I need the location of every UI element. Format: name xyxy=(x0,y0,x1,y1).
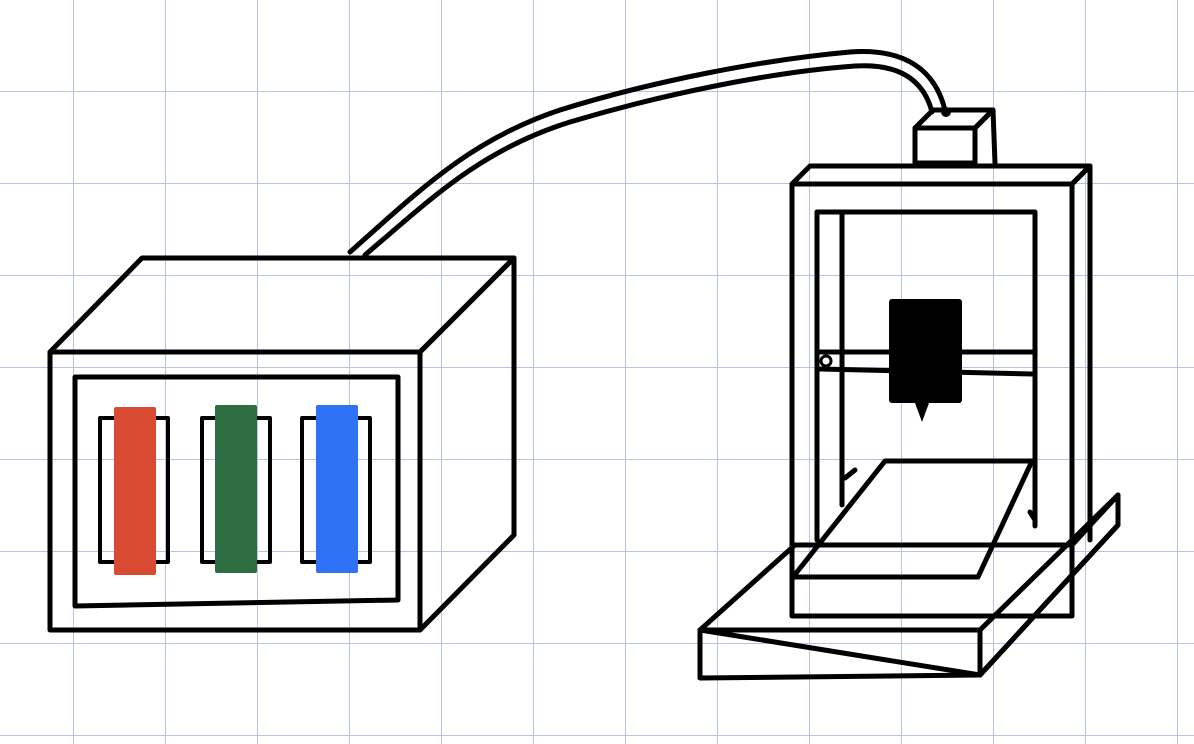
box-top-face xyxy=(47,255,517,355)
build-plate-corner-right xyxy=(1027,509,1038,523)
base-edge xyxy=(977,492,1121,633)
nozzle xyxy=(915,403,929,422)
box-window xyxy=(72,374,401,609)
box-side-face xyxy=(417,255,517,633)
build-plate-corner-left xyxy=(842,467,858,481)
extruder-motor-block xyxy=(912,107,996,166)
frame-front xyxy=(789,181,1075,619)
red-spool xyxy=(114,407,156,575)
filament-tube xyxy=(347,49,951,258)
base-top xyxy=(697,492,1121,678)
extruder-motor-side xyxy=(972,107,998,166)
frame-inner-top-right xyxy=(814,209,1038,529)
frame-top xyxy=(789,163,1093,187)
box-front-face xyxy=(47,349,423,633)
green-spool xyxy=(215,405,257,573)
print-head xyxy=(889,299,962,403)
base-side xyxy=(977,522,1121,678)
gantry-screw xyxy=(819,354,833,368)
filament-box xyxy=(47,255,517,633)
blue-spool xyxy=(316,405,358,573)
frame-side xyxy=(1069,163,1093,543)
build-plate xyxy=(790,458,1035,580)
printer xyxy=(697,107,1121,681)
